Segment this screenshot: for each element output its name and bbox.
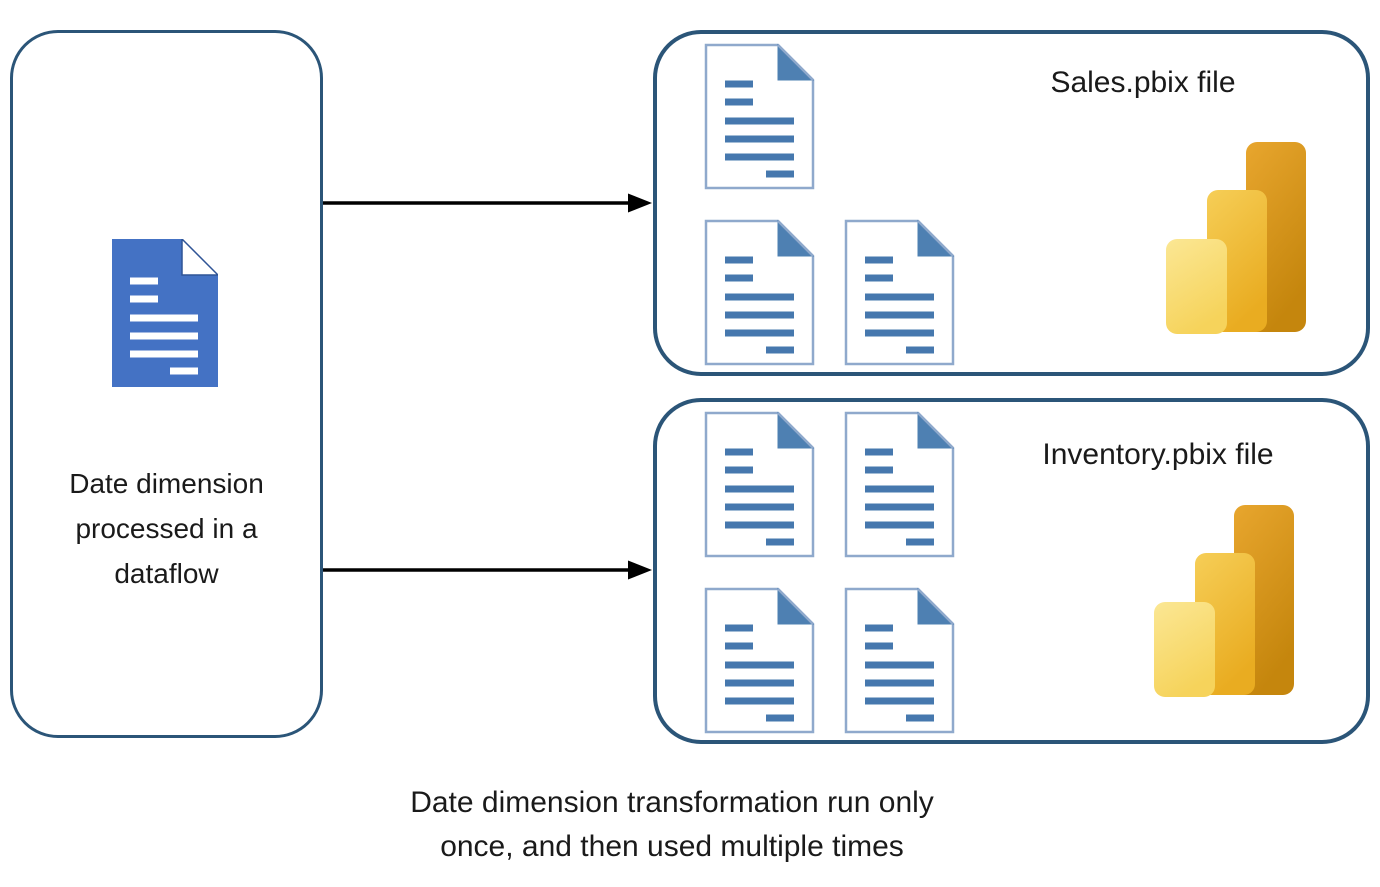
document-icon bbox=[844, 411, 955, 558]
diagram-caption-line: once, and then used multiple times bbox=[440, 830, 904, 863]
dataflow-source-label-line: Date dimension bbox=[69, 468, 264, 499]
power-bi-logo bbox=[1154, 505, 1294, 697]
sales-box-title: Sales.pbix file bbox=[1050, 66, 1236, 99]
inventory-box-title: Inventory.pbix file bbox=[1042, 438, 1274, 471]
document-icon bbox=[704, 219, 815, 366]
dataflow-source-label-line: processed in a bbox=[75, 513, 258, 544]
power-bi-logo bbox=[1166, 142, 1306, 334]
dataflow-source-label-line: dataflow bbox=[114, 558, 219, 589]
arrow-to-sales bbox=[323, 191, 653, 215]
diagram-caption: Date dimension transformation run only o… bbox=[340, 781, 1004, 869]
arrow-to-inventory bbox=[323, 558, 653, 582]
document-icon bbox=[704, 411, 815, 558]
document-icon bbox=[844, 587, 955, 734]
blue-document-icon bbox=[112, 239, 218, 387]
diagram-caption-line: Date dimension transformation run only bbox=[410, 786, 934, 819]
document-icon bbox=[844, 219, 955, 366]
document-icon bbox=[704, 43, 815, 190]
document-icon bbox=[704, 587, 815, 734]
dataflow-source-label: Date dimension processed in a dataflow bbox=[10, 461, 323, 596]
